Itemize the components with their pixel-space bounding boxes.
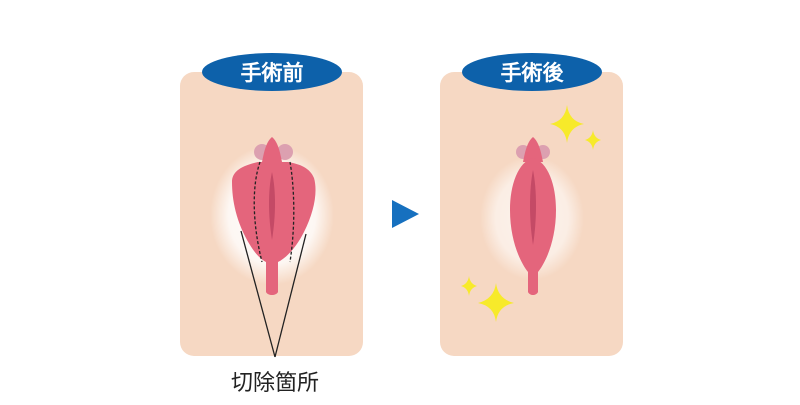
after-anatomy-illustration [510, 137, 556, 295]
after-badge [462, 53, 602, 91]
before-label: 手術前 [241, 61, 304, 85]
after-label: 手術後 [501, 61, 565, 85]
before-anatomy-illustration [232, 137, 316, 295]
annotation-pointer-lines [240, 230, 307, 358]
sparkle-icon [461, 105, 601, 322]
excision-site-label: 切除箇所 [231, 371, 319, 396]
before-badge [202, 53, 342, 91]
after-panel: 手術後 [440, 53, 623, 356]
before-panel: 手術前 [180, 53, 363, 358]
triangle-right-icon [392, 200, 419, 228]
